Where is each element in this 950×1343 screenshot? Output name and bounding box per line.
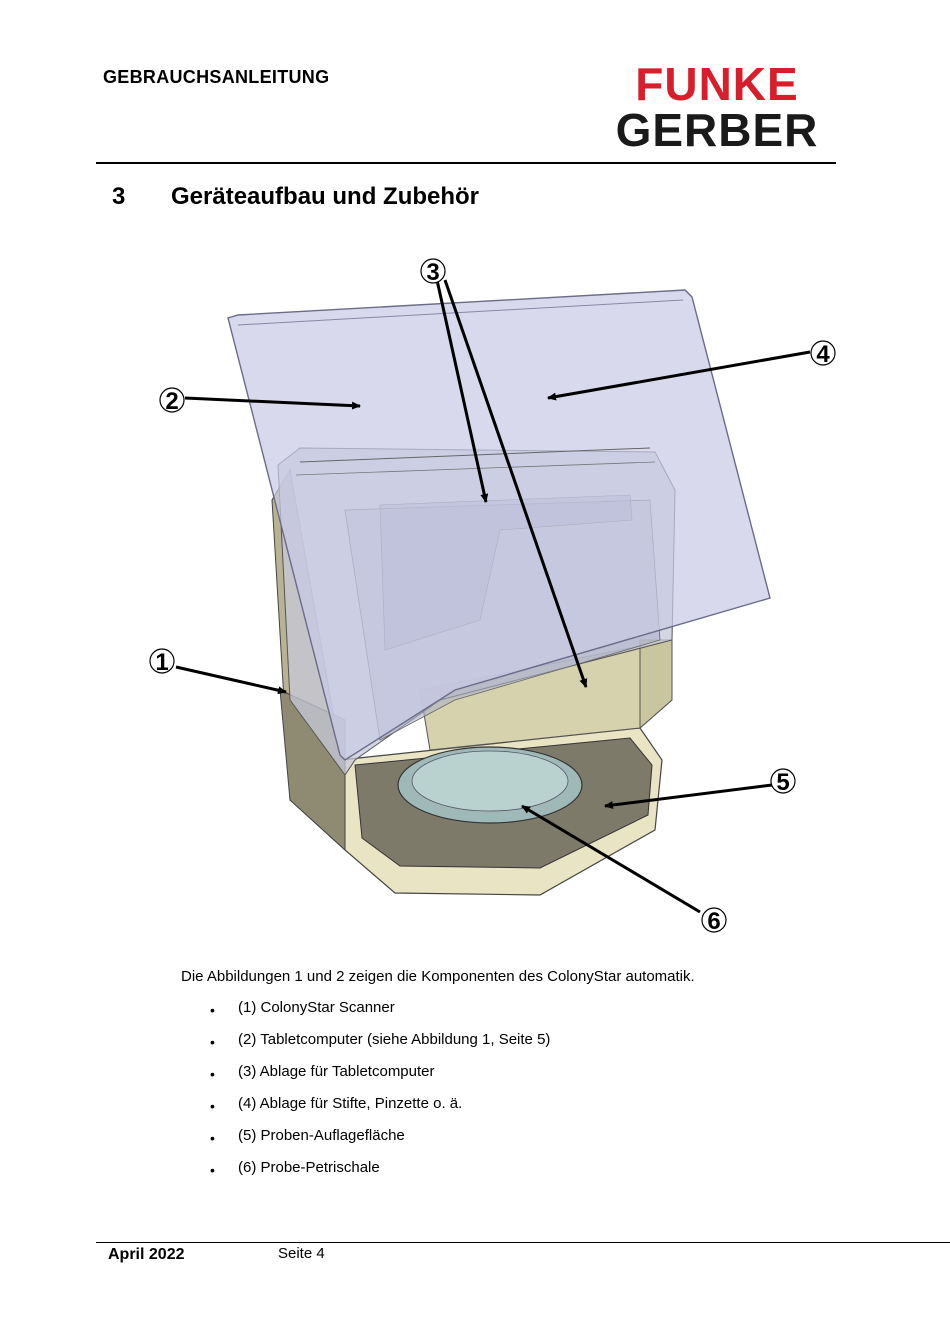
list-item-text: (2) Tabletcomputer (siehe Abbildung 1, S… <box>238 1031 551 1048</box>
bullet-icon: • <box>210 1002 215 1018</box>
callout-4-circle <box>810 340 836 366</box>
callout-6-circle <box>701 907 727 933</box>
footer-divider <box>96 1242 950 1243</box>
callout-1-circle <box>149 648 175 674</box>
bullet-icon: • <box>210 1162 215 1178</box>
bullet-icon: • <box>210 1098 215 1114</box>
logo-line-2: GERBER <box>616 104 819 154</box>
list-item-text: (6) Probe-Petrischale <box>238 1159 380 1176</box>
bullet-icon: • <box>210 1130 215 1146</box>
callout-1-label: 1 <box>155 649 168 676</box>
footer-date: April 2022 <box>108 1246 185 1263</box>
page-number: Seite 4 <box>278 1245 325 1262</box>
callout-2-label: 2 <box>165 388 178 415</box>
callout-2-circle <box>159 387 185 413</box>
list-item-text: (4) Ablage für Stifte, Pinzette o. ä. <box>238 1095 463 1112</box>
callout-4-label: 4 <box>816 341 830 368</box>
funke-gerber-logo: FUNKE GERBER <box>616 58 819 154</box>
document-header-title: GEBRAUCHSANLEITUNG <box>103 67 330 87</box>
list-item-text: (3) Ablage für Tabletcomputer <box>238 1063 435 1080</box>
callout-6-label: 6 <box>707 908 720 935</box>
bullet-icon: • <box>210 1066 215 1082</box>
section-title: Geräteaufbau und Zubehör <box>171 183 480 210</box>
list-item-text: (5) Proben-Auflagefläche <box>238 1127 405 1144</box>
callout-5-label: 5 <box>776 769 789 796</box>
intro-paragraph: Die Abbildungen 1 und 2 zeigen die Kompo… <box>181 968 695 985</box>
logo-line-1: FUNKE <box>635 58 798 110</box>
callout-3-circle <box>420 258 446 284</box>
section-number: 3 <box>112 183 126 210</box>
bullet-icon: • <box>210 1034 215 1050</box>
callout-5-circle <box>770 768 796 794</box>
header-divider <box>96 162 836 164</box>
callout-3-label: 3 <box>426 259 439 286</box>
list-item-text: (1) ColonyStar Scanner <box>238 999 395 1016</box>
device-illustration: 1 2 3 4 5 6 <box>149 258 836 935</box>
